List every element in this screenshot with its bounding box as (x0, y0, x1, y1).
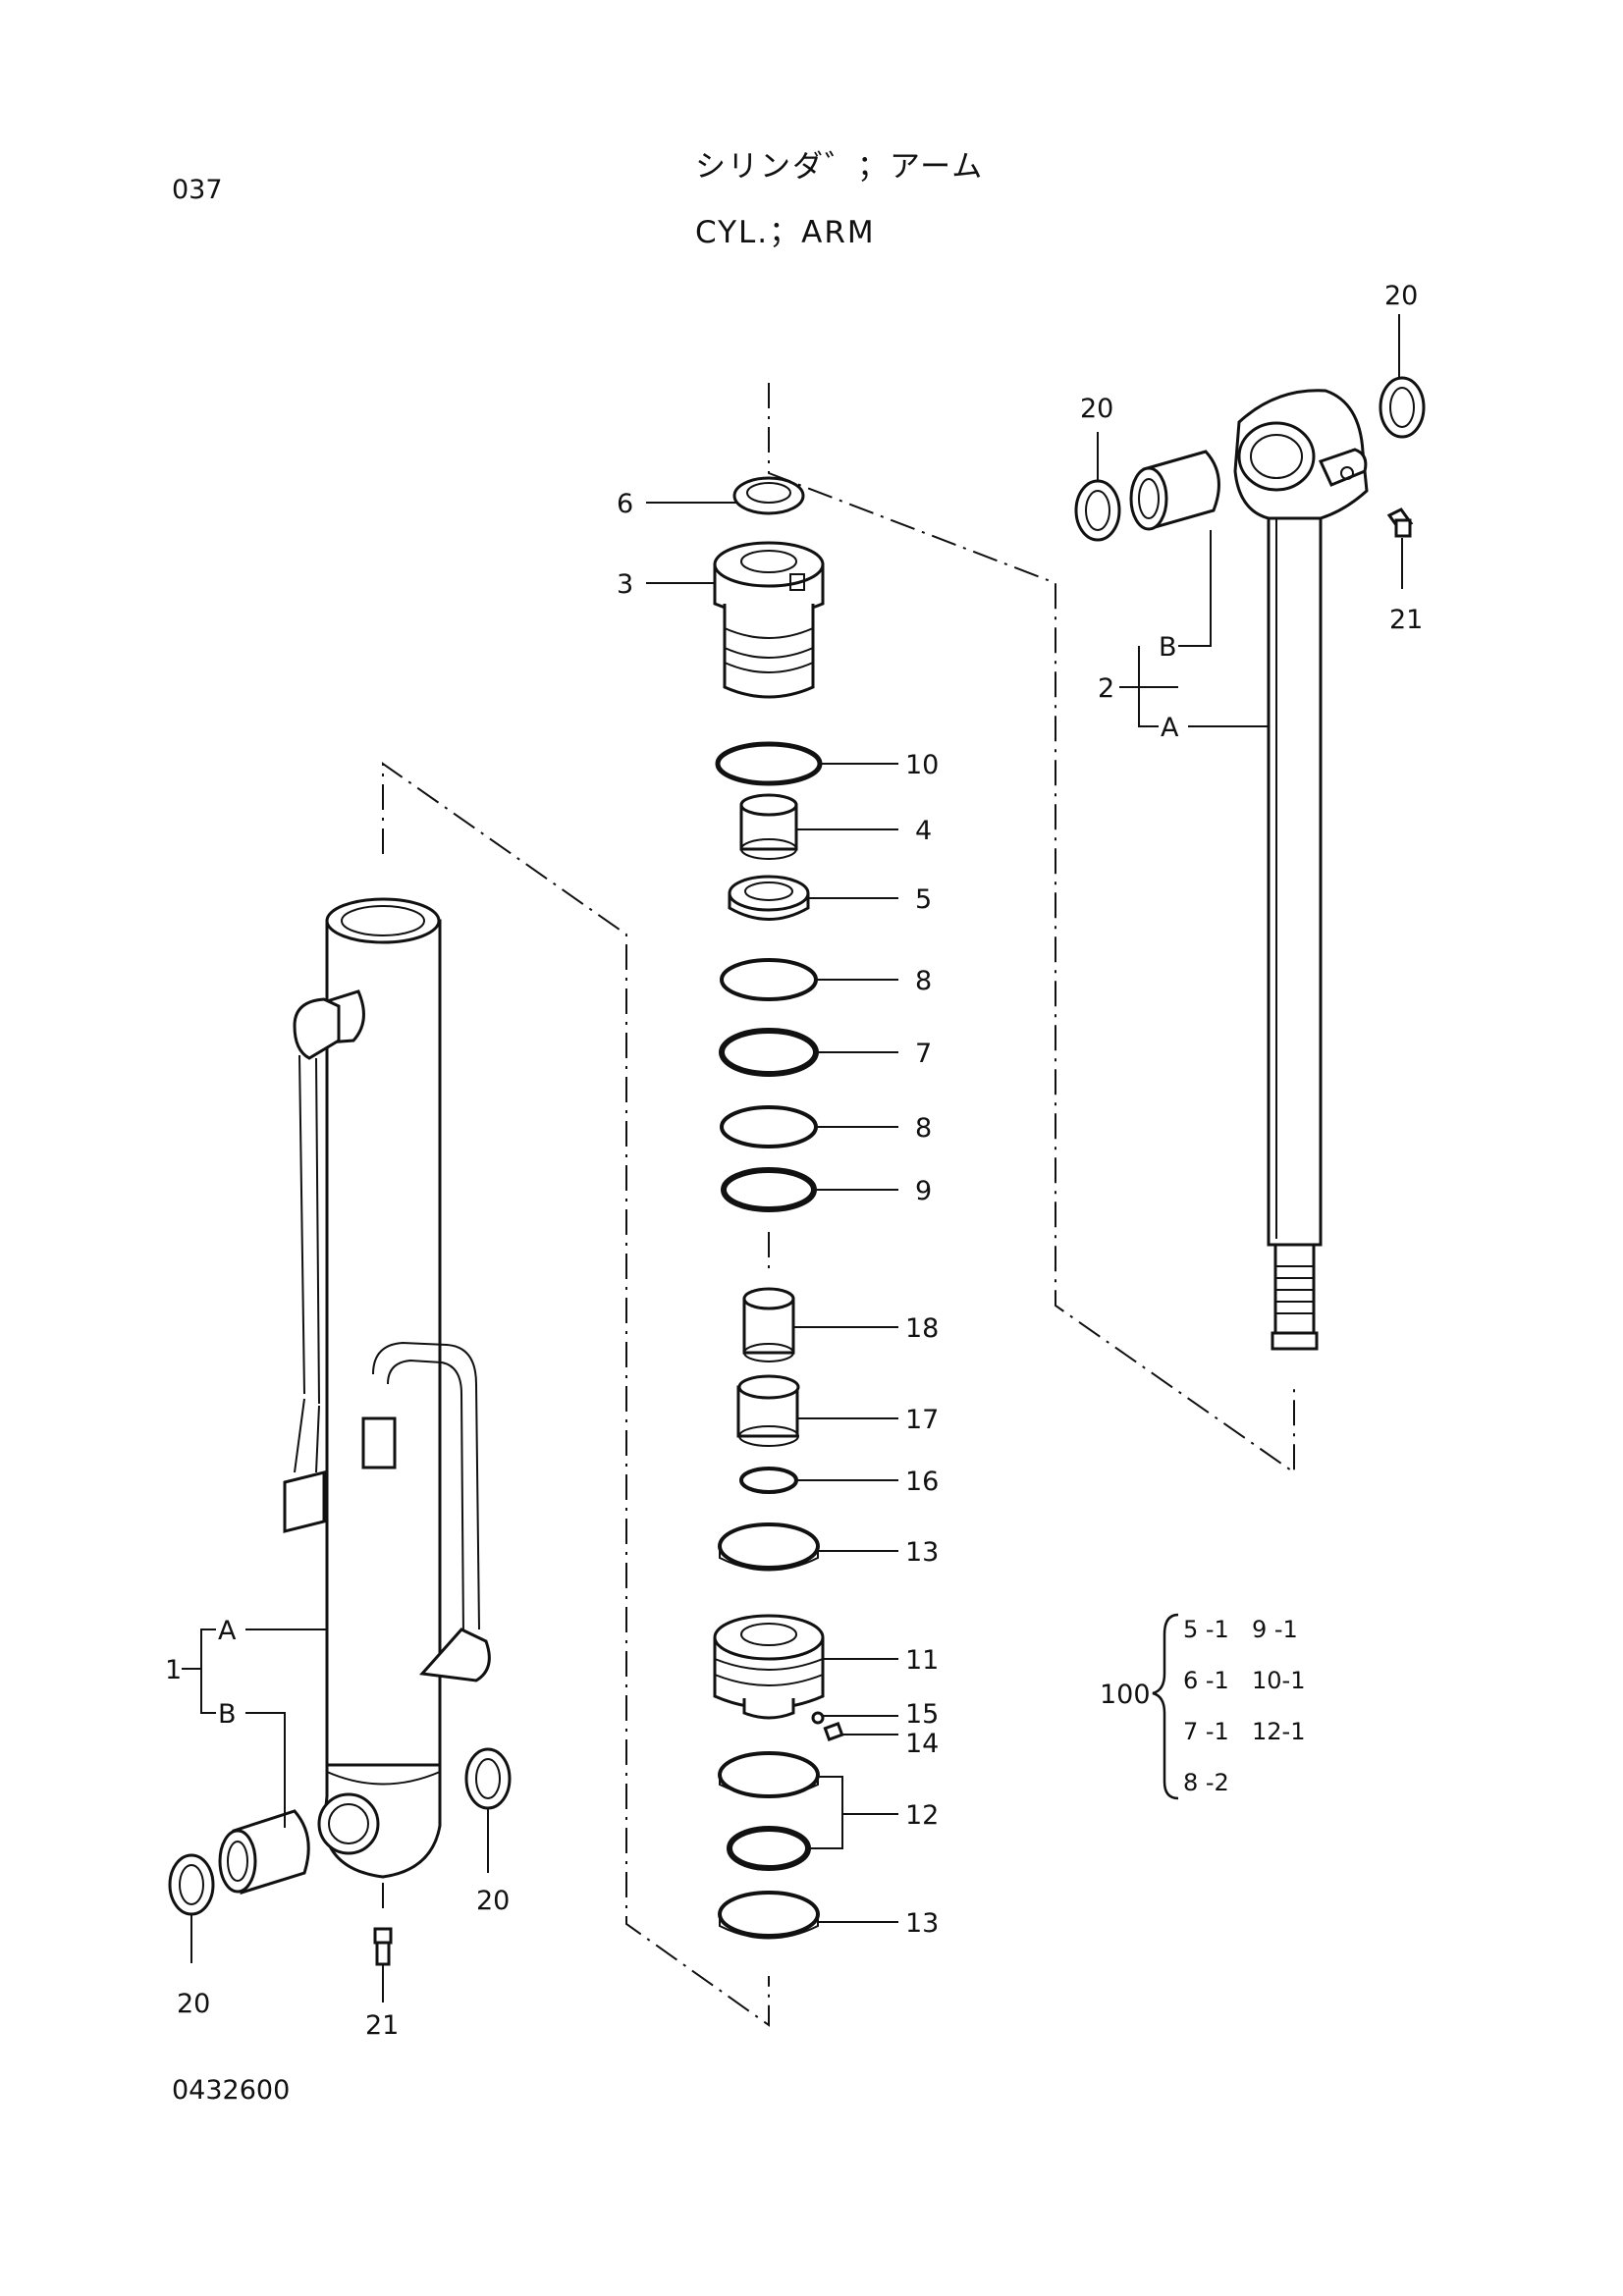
callout-3: 3 (617, 569, 633, 600)
callout-13a: 13 (905, 1537, 939, 1568)
set-screw-14 (823, 1722, 844, 1741)
callout-15: 15 (905, 1699, 939, 1730)
wear-ring-13a (718, 1522, 820, 1572)
kit-number: 100 (1100, 1680, 1151, 1710)
callout-12: 12 (905, 1800, 939, 1831)
callout-14: 14 (905, 1729, 939, 1759)
callout-8b: 8 (915, 1113, 932, 1144)
callout-20-rod-left: 20 (1080, 394, 1113, 424)
piston-rod (1233, 389, 1369, 1351)
kit-item-3-col1: 7 -1 (1183, 1718, 1229, 1745)
cylinder-head-3 (713, 541, 825, 699)
steel-ball-15 (811, 1711, 825, 1725)
tube-bushing (218, 1809, 310, 1895)
callout-2b: B (1159, 632, 1177, 663)
bushing-18 (742, 1287, 795, 1362)
callout-4: 4 (915, 816, 932, 846)
page-number: 037 (172, 175, 223, 205)
grease-fitting-rod (1386, 507, 1414, 538)
callout-1: 1 (165, 1655, 182, 1685)
dust-seal-tube-left (168, 1853, 215, 1916)
bushing-4 (739, 793, 798, 860)
title-english: CYL.；ARM (695, 215, 876, 250)
assembly-outline-right (768, 383, 1295, 1474)
wiper-ring-6 (732, 476, 805, 515)
o-ring-16 (739, 1467, 798, 1494)
callout-7: 7 (915, 1039, 932, 1069)
rod-bushing (1129, 450, 1220, 531)
piston-11 (713, 1614, 825, 1720)
callout-20-tube-left: 20 (177, 1989, 210, 2019)
callout-10: 10 (905, 750, 939, 780)
kit-item-3-col2: 12-1 (1252, 1718, 1305, 1745)
callout-17: 17 (905, 1405, 939, 1435)
callout-9: 9 (915, 1176, 932, 1206)
u-ring-9 (721, 1167, 817, 1212)
callout-6: 6 (617, 489, 633, 519)
drawing-number: 0432600 (172, 2075, 290, 2106)
callout-21-tube: 21 (365, 2010, 399, 2041)
buffer-ring-5 (728, 875, 810, 921)
callout-18: 18 (905, 1313, 939, 1344)
backup-ring-8a (720, 958, 818, 1001)
callout-11: 11 (905, 1645, 939, 1676)
backup-ring-8b (720, 1105, 818, 1148)
seal-ring-12 (718, 1751, 820, 1871)
dust-seal-rod-left (1074, 479, 1121, 542)
callout-8a: 8 (915, 966, 932, 996)
dust-seal-tube-right (464, 1747, 512, 1810)
seal-7 (719, 1028, 819, 1077)
callout-1b: B (218, 1699, 237, 1730)
kit-item-2-col2: 10-1 (1252, 1667, 1305, 1694)
kit-item-1-col1: 5 -1 (1183, 1616, 1229, 1643)
callout-5: 5 (915, 884, 932, 915)
kit-item-1-col2: 9 -1 (1252, 1616, 1298, 1643)
wear-ring-13b (718, 1891, 820, 1940)
grease-fitting-tube (373, 1927, 393, 1966)
callout-1a: A (218, 1616, 237, 1646)
callout-21-rod: 21 (1389, 605, 1423, 635)
callout-20-rod-right: 20 (1384, 281, 1418, 311)
leader-lines (182, 314, 1403, 2002)
callout-2: 2 (1098, 673, 1114, 704)
callout-16: 16 (905, 1467, 939, 1497)
cylinder-tube (283, 897, 491, 1879)
dust-seal-rod-right (1379, 376, 1426, 439)
title-japanese: シリンダ゛；アーム (695, 149, 984, 185)
callout-20-tube-right: 20 (476, 1886, 510, 1916)
cushion-ring-17 (736, 1374, 800, 1447)
callout-2a: A (1161, 713, 1179, 743)
o-ring-10 (715, 741, 823, 786)
assembly-outline-left (382, 762, 770, 2027)
kit-item-4-col1: 8 -2 (1183, 1769, 1229, 1796)
kit-composition: 100 5 -1 9 -1 6 -1 10-1 7 -1 12-1 8 -2 (1100, 1613, 1305, 1800)
callout-13b: 13 (905, 1908, 939, 1939)
kit-item-2-col1: 6 -1 (1183, 1667, 1229, 1694)
